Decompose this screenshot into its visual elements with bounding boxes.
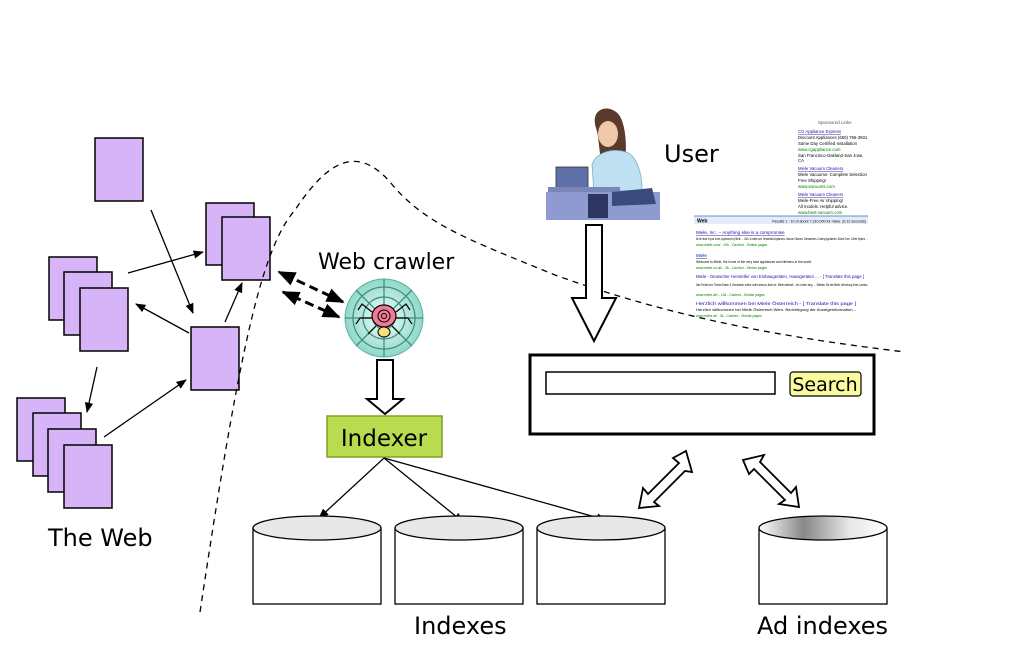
sponsored-line: Miele-Free Air shipping! — [798, 198, 843, 203]
result-url: www.miele.de/ - 10k - Cached - Similar p… — [696, 293, 765, 297]
crawler-to-indexer-arrow — [364, 359, 406, 416]
search-input[interactable] — [545, 371, 776, 395]
crawler-fetch-arrows — [277, 270, 345, 319]
sponsored-line: Miele Vacuums- Complete Selection — [798, 172, 868, 177]
result-snippet: Herzlich willkommen bei Miele Österreich… — [696, 308, 856, 312]
web-page — [63, 444, 113, 509]
web-links — [84, 209, 243, 438]
spider-icon — [355, 303, 413, 338]
sponsored-line: www.vacuums.com — [798, 184, 835, 189]
result-url: www.miele.co.uk/ - 3k - Cached - Similar… — [696, 266, 767, 270]
link-arrow — [150, 209, 194, 314]
result-title: Miele - Deutscher Hersteller von Einbaug… — [696, 274, 864, 279]
user-to-search-arrow — [570, 224, 618, 344]
indexer-label: Indexer — [341, 426, 428, 452]
sponsored-line: Free Shipping! — [798, 178, 826, 183]
sponsored-line: All models. Helpful advice. — [798, 204, 848, 209]
result-title: Miele, Inc. -- Anything else is a compro… — [696, 230, 785, 235]
link-arrow — [135, 303, 190, 334]
index-cylinders — [252, 515, 888, 605]
search-button-label: Search — [792, 374, 857, 396]
web-page — [79, 287, 129, 352]
web-page — [221, 216, 271, 281]
web-pages — [16, 137, 271, 509]
web-crawler-label: Web crawler — [318, 250, 455, 275]
indexes-label: Indexes — [414, 612, 507, 640]
link-arrow — [224, 282, 243, 323]
sponsored-line: www.best-vacuum.com — [798, 210, 843, 215]
index-cylinder — [252, 515, 382, 605]
sponsored-line: CG Appliance Express — [798, 129, 841, 134]
sponsored-line: San Francisco-Oakland-San Jose, — [798, 153, 863, 158]
link-arrow — [127, 250, 205, 274]
results-header-left: Web — [697, 219, 707, 225]
user-icon — [546, 108, 660, 220]
indexer-box — [326, 415, 443, 458]
search-index-double-arrow — [637, 449, 694, 510]
link-arrow — [103, 379, 187, 438]
search-ad-double-arrow — [741, 453, 801, 509]
sponsored-title: Sponsored Links — [818, 120, 852, 125]
sponsored-line: CA — [798, 158, 804, 163]
web-page — [190, 326, 240, 391]
search-button[interactable] — [789, 371, 862, 397]
search-results-panel: Web Results 1 - 10 of about 7,310,000 fo… — [694, 215, 868, 318]
spider-web-icon — [344, 278, 424, 358]
sponsored-line: www.cgappliance.com — [798, 147, 841, 152]
ad-index-cylinder — [758, 515, 888, 605]
result-url: www.miele.com/ - 20k - Cached - Similar … — [696, 243, 768, 247]
result-snippet: Das Portal zum Thema Essen & Geniessen o… — [696, 283, 868, 287]
result-title: Miele — [696, 253, 707, 258]
sponsored-line: Same Day Certified Installation — [798, 141, 858, 146]
sponsored-line: Miele Vacuum Cleaners — [798, 192, 843, 197]
result-title: Herzlich willkommen bei Miele Österreich… — [696, 301, 856, 306]
indexer-fanout-arrows — [318, 457, 608, 523]
sponsored-line: Miele Vacuum Cleaners — [798, 166, 843, 171]
results-header-right: Results 1 - 10 of about 7,310,000 for mi… — [772, 220, 866, 224]
separator-curve — [199, 160, 906, 613]
link-arrow — [84, 366, 98, 414]
result-snippet: Welcome to Miele, the home of the very b… — [696, 260, 812, 264]
sponsored-line: Discount Appliances (650) 756-3931 — [798, 135, 868, 140]
sponsored-links-panel: Sponsored Links CG Appliance Express Dis… — [798, 120, 868, 215]
result-url: www.miele.at/ - 3k - Cached - Similar pa… — [696, 314, 762, 318]
ad-indexes-label: Ad indexes — [757, 612, 888, 640]
the-web-label: The Web — [47, 524, 153, 552]
web-page — [94, 137, 144, 202]
result-snippet: At the heart of your home, Appliances by… — [696, 237, 868, 241]
user-label: User — [664, 140, 719, 168]
index-cylinder — [394, 515, 524, 605]
index-cylinder — [536, 515, 666, 605]
